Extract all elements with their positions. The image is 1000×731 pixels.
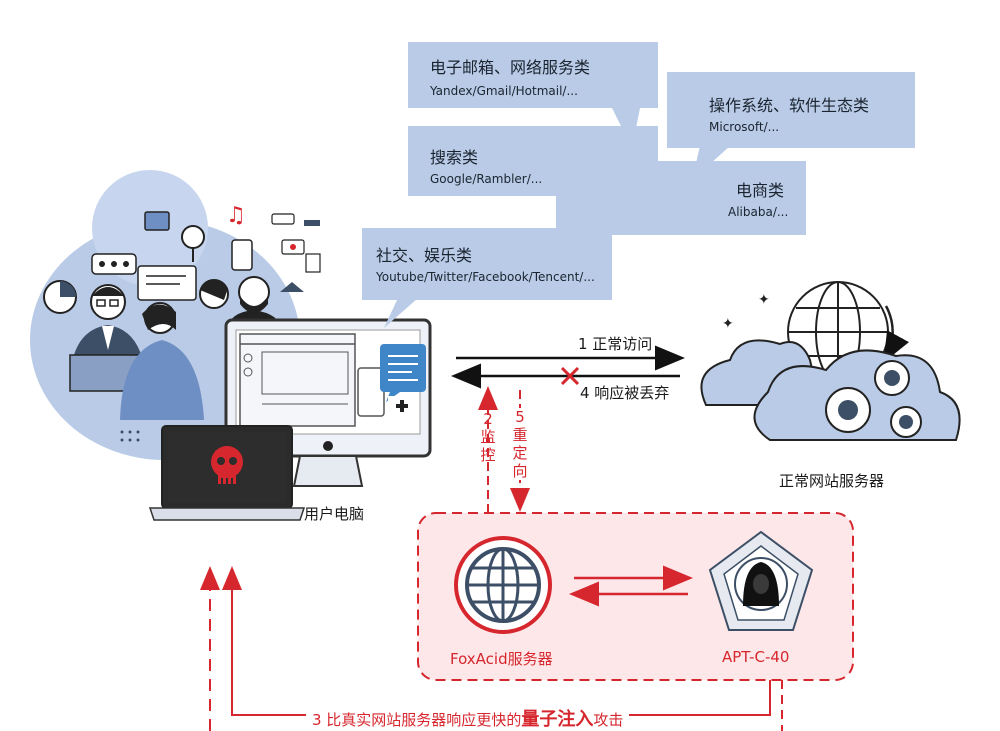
bubble-ecommerce-examples: Alibaba/... [728, 205, 789, 219]
label-normal-server: 正常网站服务器 [779, 472, 885, 490]
bubble-social-title: 社交、娱乐类 [376, 246, 473, 265]
bubble-email-services: 电子邮箱、网络服务类 Yandex/Gmail/Hotmail/... [408, 42, 658, 108]
label-monitor: 2 监 控 [478, 410, 498, 464]
svg-text:♫: ♫ [226, 203, 246, 228]
label-monitor-char2: 控 [480, 446, 496, 464]
bubble-search-examples: Google/Rambler/... [430, 172, 543, 186]
bubble-search: 搜索类 Google/Rambler/... [408, 126, 658, 196]
bubble-email-title: 电子邮箱、网络服务类 [430, 58, 591, 77]
label-foxacid: FoxAcid服务器 [450, 650, 553, 668]
foxacid-globe-icon [454, 536, 552, 634]
bubble-ecommerce-title: 电商类 [736, 181, 785, 200]
label-quantum-injection: 3 比真实网站服务器响应更快的量子注入攻击 [306, 705, 630, 731]
svg-text:✦: ✦ [758, 292, 770, 308]
user-monitor [224, 318, 432, 487]
compromised-laptop-icon [148, 425, 306, 521]
label-monitor-step: 2 [483, 410, 493, 428]
quantum-suffix: 攻击 [593, 711, 624, 729]
bubble-social-entertainment: 社交、娱乐类 Youtube/Twitter/Facebook/Tencent/… [362, 228, 612, 300]
dropped-x-icon [560, 366, 580, 386]
bubble-social-examples: Youtube/Twitter/Facebook/Tencent/... [376, 270, 595, 284]
label-normal-access: 1 正常访问 [578, 335, 653, 353]
label-redirect-char1: 重 [512, 426, 528, 444]
label-redirect-char2: 定 [512, 444, 528, 462]
bubble-os-software: 操作系统、软件生态类 Microsoft/... [667, 72, 915, 148]
bubble-os-examples: Microsoft/... [709, 120, 780, 134]
label-response-dropped: 4 响应被丢弃 [580, 384, 670, 402]
label-redirect-char3: 向 [512, 462, 528, 480]
label-monitor-char1: 监 [480, 428, 496, 446]
label-redirect-step: 5 [515, 408, 525, 426]
label-redirect: 5 重 定 向 [510, 408, 530, 480]
people-illustration: ♫ [30, 170, 321, 460]
label-apt: APT-C-40 [722, 648, 790, 666]
normal-server-cloud-icon: ✦ ✦ [700, 281, 961, 441]
bubble-email-examples: Yandex/Gmail/Hotmail/... [430, 84, 578, 98]
label-user-pc: 用户电脑 [304, 505, 365, 523]
bubble-os-title: 操作系统、软件生态类 [709, 96, 870, 115]
quantum-prefix: 3 比真实网站服务器响应更快的 [312, 711, 522, 729]
svg-text:✦: ✦ [722, 316, 734, 332]
apt-hacker-icon [708, 530, 814, 631]
bubble-search-title: 搜索类 [430, 148, 479, 167]
quantum-bold: 量子注入 [521, 709, 594, 730]
